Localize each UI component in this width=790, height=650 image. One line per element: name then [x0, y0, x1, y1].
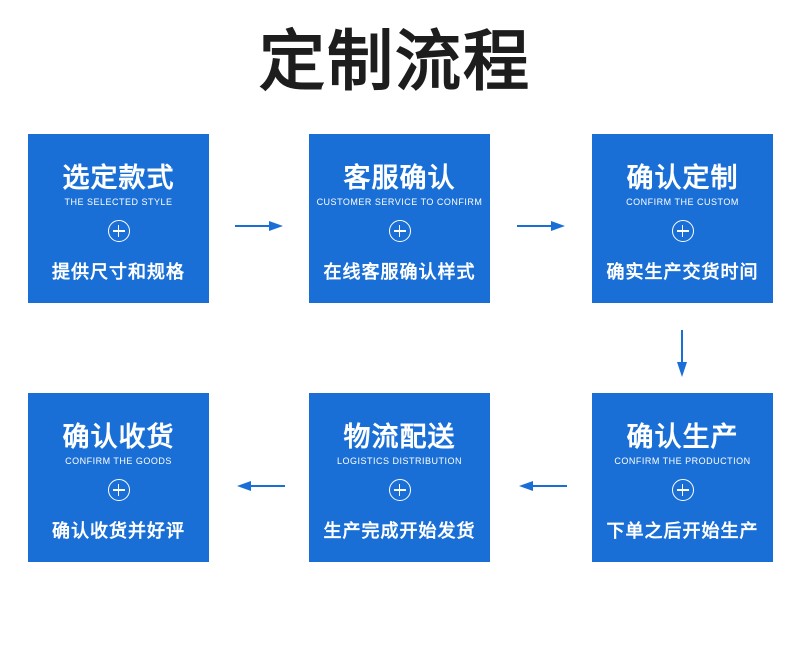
plus-circle-icon	[671, 220, 694, 242]
step-title: 客服确认	[343, 163, 456, 194]
arrow-right-icon	[235, 220, 285, 232]
arrow-down-icon	[675, 330, 689, 378]
plus-circle-icon	[388, 220, 411, 242]
step-title: 确认收货	[62, 422, 175, 453]
plus-circle-icon	[388, 479, 411, 501]
page-title: 定制流程	[259, 23, 531, 100]
step-logistics: 物流配送 LOGISTICS DISTRIBUTION 生产完成开始发货	[309, 393, 490, 562]
step-subtitle: CONFIRM THE CUSTOM	[626, 197, 739, 207]
step-desc: 下单之后开始生产	[606, 521, 759, 542]
arrow-left-icon	[235, 480, 285, 492]
step-subtitle: CONFIRM THE PRODUCTION	[614, 456, 751, 466]
step-subtitle: THE SELECTED STYLE	[64, 197, 173, 207]
step-confirm-custom: 确认定制 CONFIRM THE CUSTOM 确实生产交货时间	[592, 134, 773, 303]
step-confirm-goods: 确认收货 CONFIRM THE GOODS 确认收货并好评	[28, 393, 209, 562]
step-subtitle: LOGISTICS DISTRIBUTION	[336, 456, 462, 466]
plus-circle-icon	[107, 479, 130, 501]
step-desc: 生产完成开始发货	[323, 521, 476, 542]
step-desc: 确实生产交货时间	[606, 262, 759, 283]
step-desc: 在线客服确认样式	[323, 262, 476, 283]
step-desc: 提供尺寸和规格	[52, 262, 185, 283]
step-title: 确认生产	[626, 422, 739, 453]
arrow-right-icon	[517, 220, 567, 232]
plus-circle-icon	[107, 220, 130, 242]
step-subtitle: CUSTOMER SERVICE TO CONFIRM	[316, 197, 483, 207]
step-desc: 确认收货并好评	[52, 521, 185, 542]
step-select-style: 选定款式 THE SELECTED STYLE 提供尺寸和规格	[28, 134, 209, 303]
arrow-left-icon	[517, 480, 567, 492]
step-title: 确认定制	[626, 163, 739, 194]
plus-circle-icon	[671, 479, 694, 501]
step-service-confirm: 客服确认 CUSTOMER SERVICE TO CONFIRM 在线客服确认样…	[309, 134, 490, 303]
step-title: 选定款式	[62, 163, 175, 194]
step-subtitle: CONFIRM THE GOODS	[65, 456, 172, 466]
step-confirm-production: 确认生产 CONFIRM THE PRODUCTION 下单之后开始生产	[592, 393, 773, 562]
step-title: 物流配送	[343, 422, 456, 453]
